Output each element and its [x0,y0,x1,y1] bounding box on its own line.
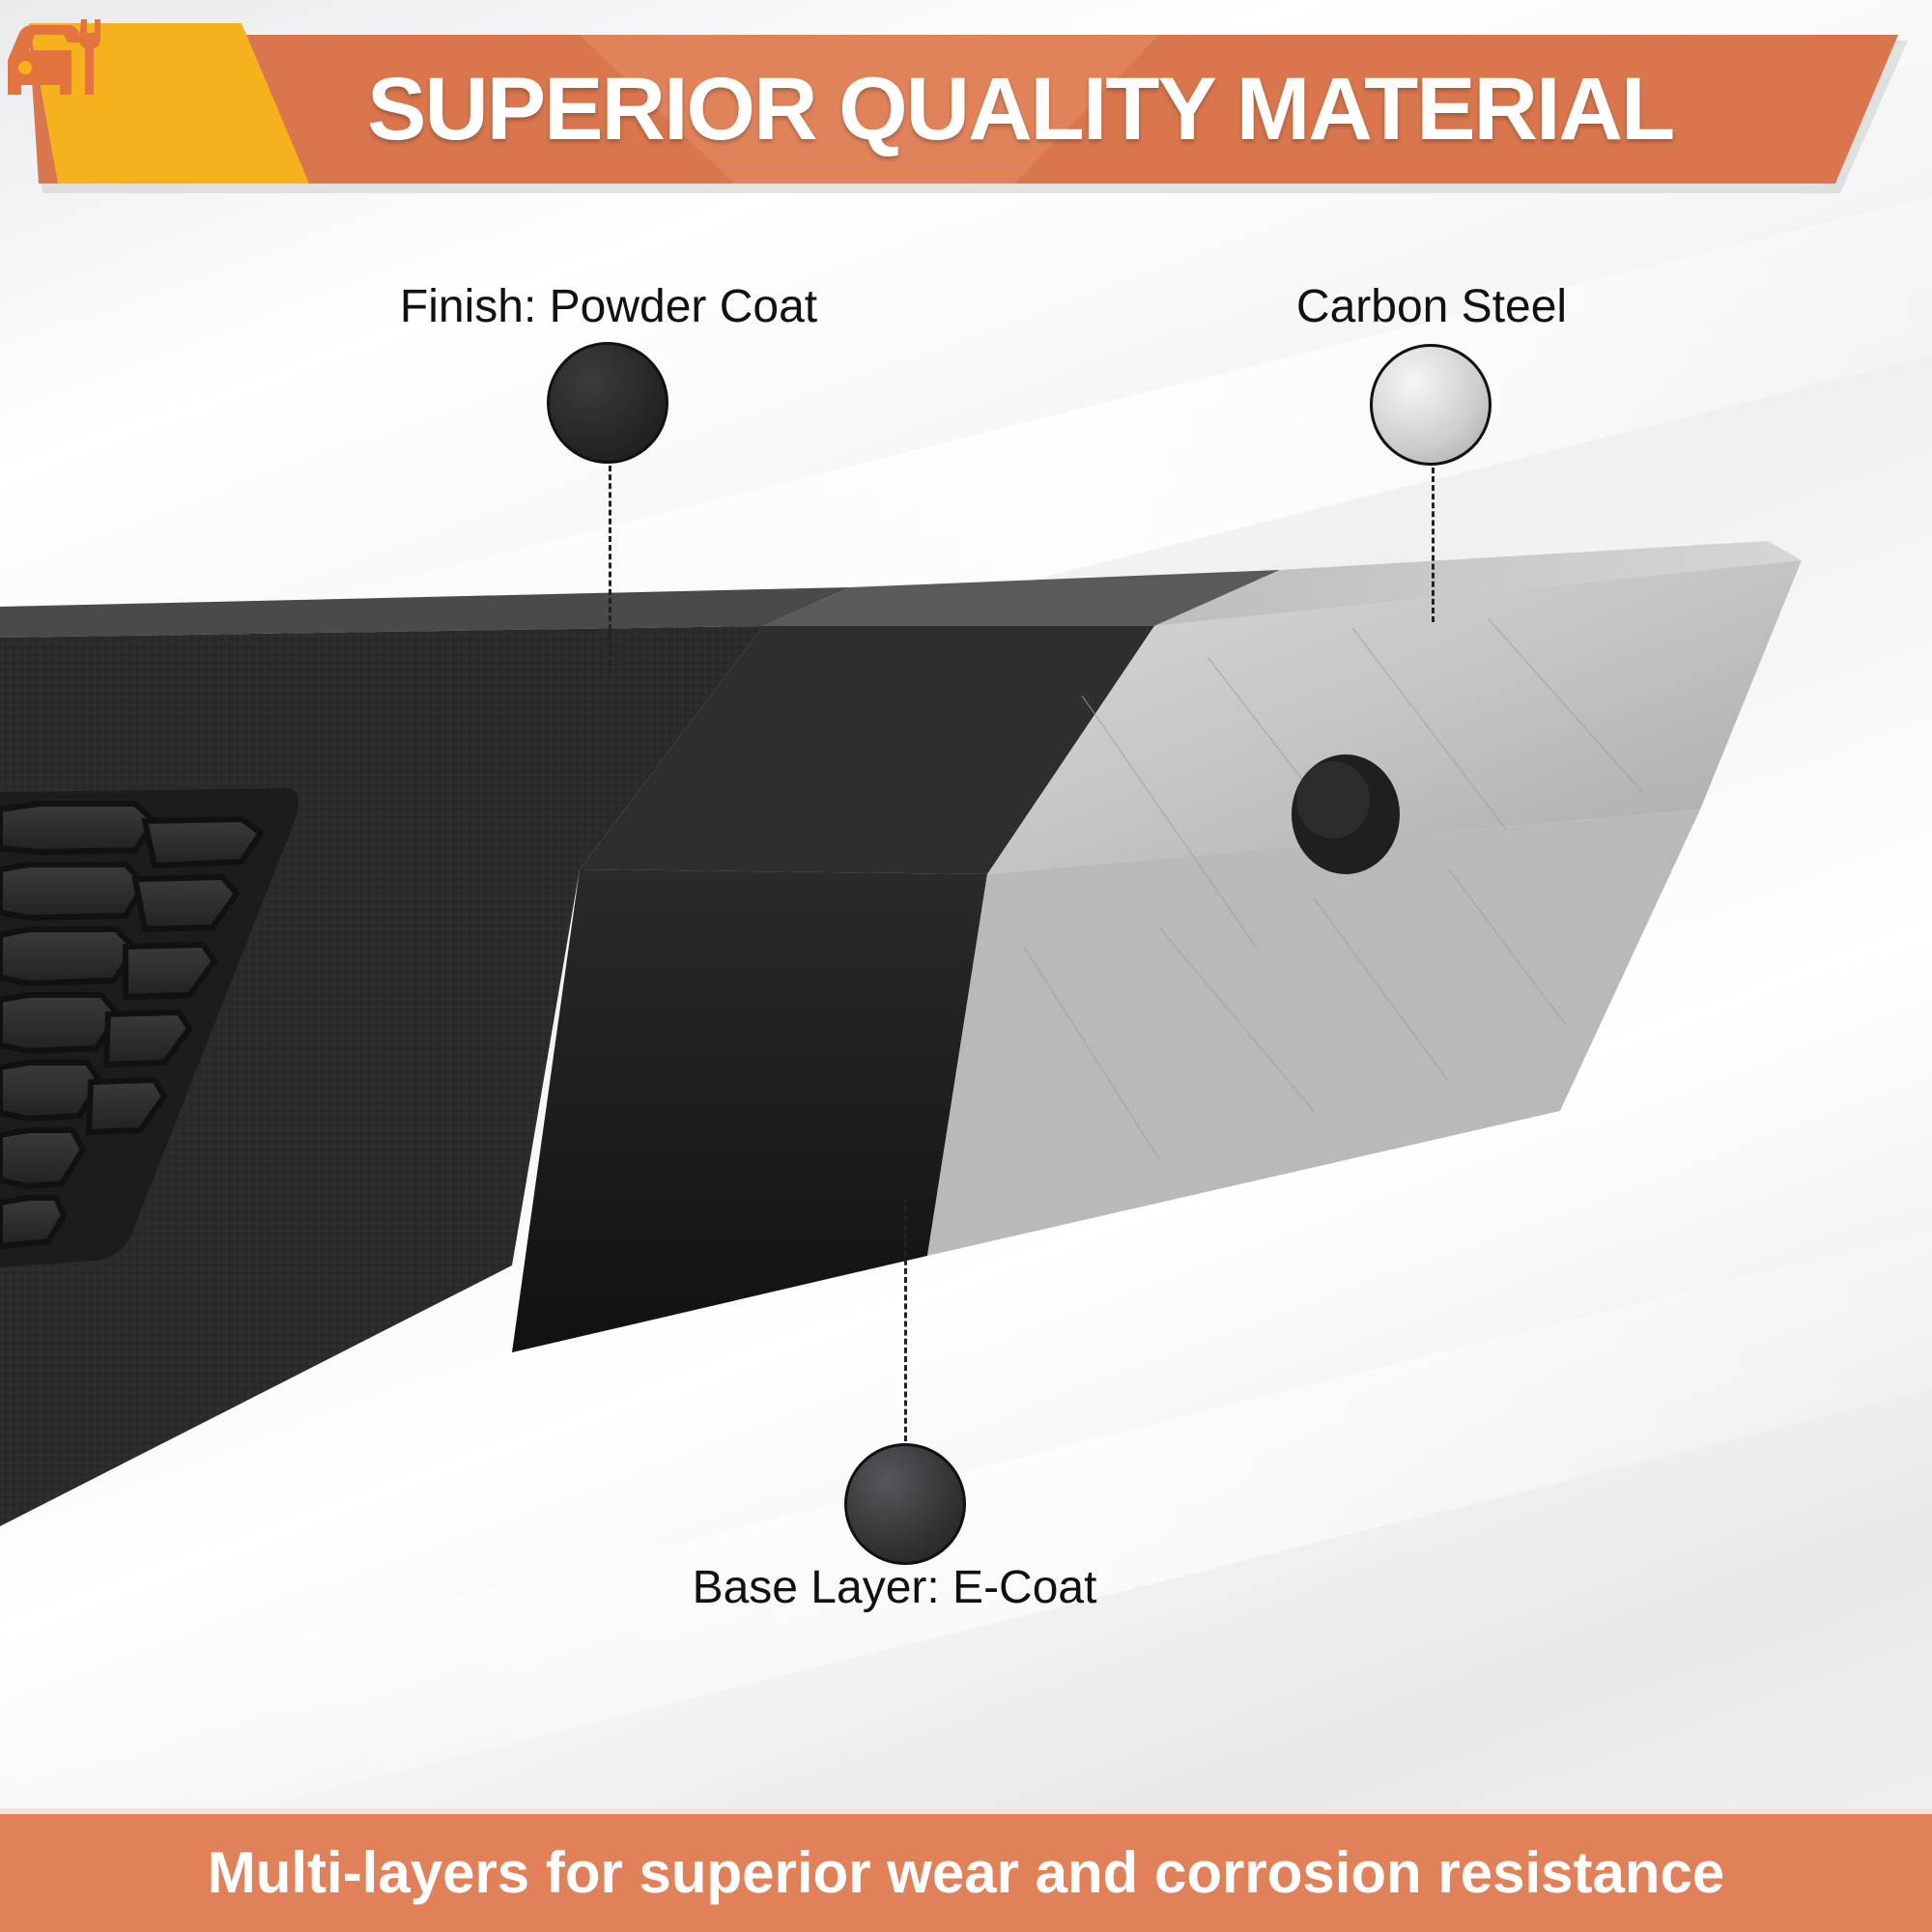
e-coat-lower-face [512,869,987,1352]
carbon-steel-leader-line [1432,468,1435,622]
carbon-steel-lower-face [927,810,1700,1256]
carbon-steel-label: Carbon Steel [1295,281,1568,332]
powder-coat-top-edge [0,587,850,638]
e-coat-upper-face [580,626,1154,874]
e-coat-leader-line [904,1198,907,1441]
base-layer-e-coat-label: Base Layer: E-Coat [692,1562,1097,1613]
car-wrench-icon [8,19,100,95]
footer-tagline: Multi-layers for superior wear and corro… [207,1840,1725,1905]
step-pad-hex-grid [0,801,266,1250]
matte-black-swatch [844,1443,966,1565]
carbon-steel-upper-face [987,560,1802,874]
banner-highlight [580,35,1159,184]
finish-powder-coat-label: Finish: Powder Coat [399,281,818,332]
page-title: SUPERIOR QUALITY MATERIAL [367,60,1675,158]
header-banner: SUPERIOR QUALITY MATERIAL [0,0,1932,203]
finish-leader-line [609,466,611,674]
brushed-steel-swatch [1370,344,1492,466]
banner-icon-tab [29,23,309,184]
textured-black-swatch [547,342,668,464]
e-coat-top [763,570,1280,626]
carbon-steel-scratches [1023,617,1643,1160]
carbon-steel-top [1154,541,1802,626]
rubber-plug-highlight [1296,761,1370,838]
footer-banner: Multi-layers for superior wear and corro… [0,1808,1932,1932]
